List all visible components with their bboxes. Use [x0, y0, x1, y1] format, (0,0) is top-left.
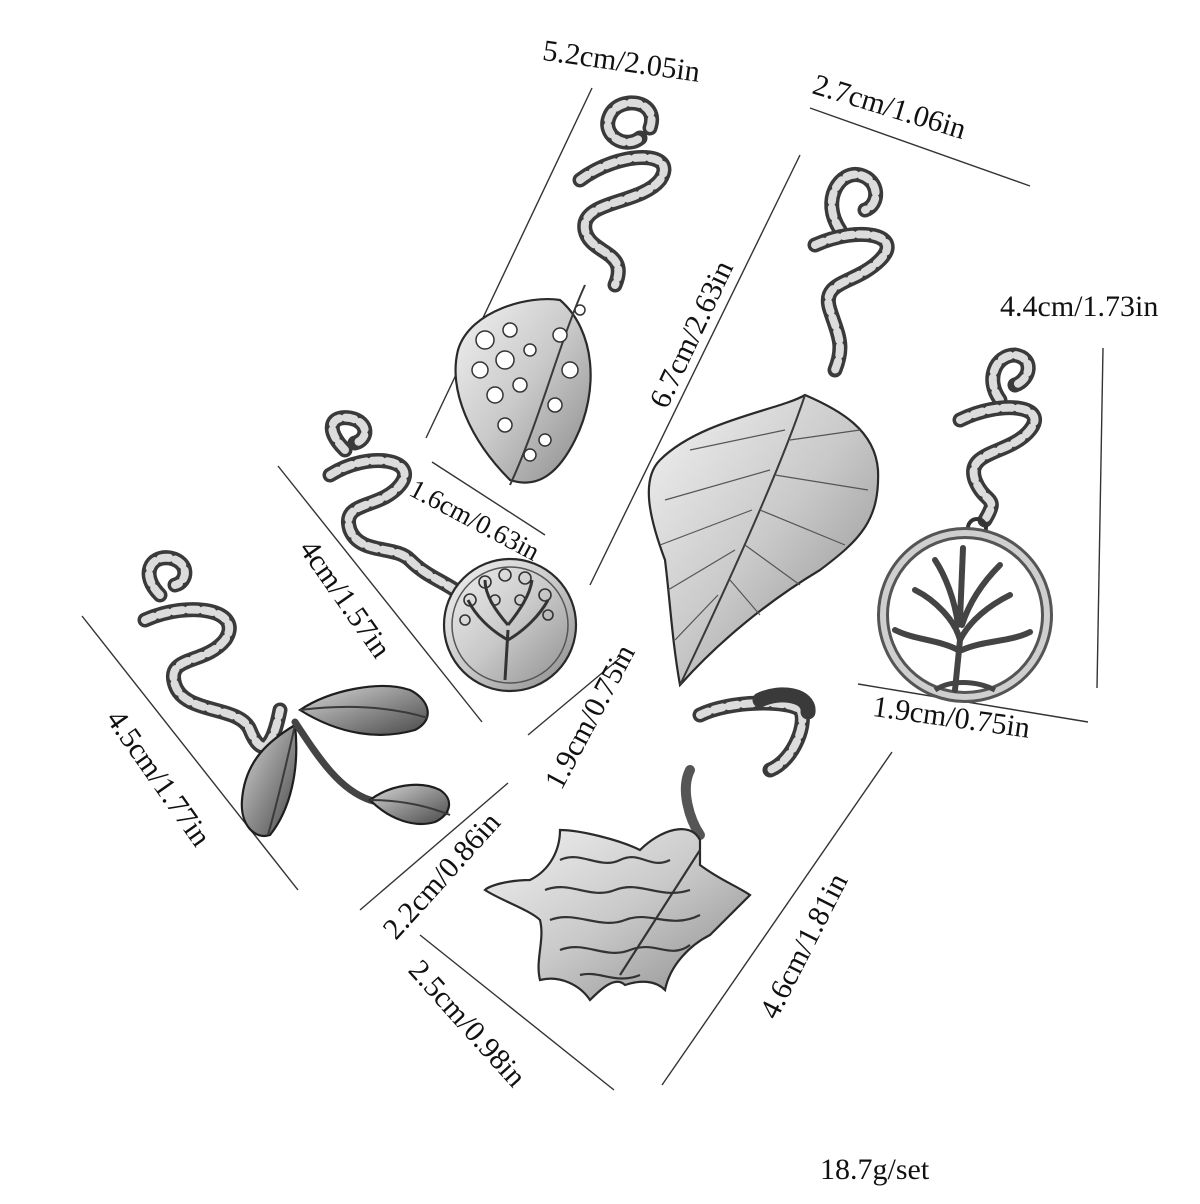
dim-line-big-leaf-length: [589, 154, 801, 586]
twig-charm: [137, 550, 451, 838]
twig-leaf-left: [240, 723, 298, 838]
tree-coin-charm: [322, 410, 578, 693]
dim-line-maple-width: [419, 934, 615, 1091]
dim-line-twig-width: [359, 782, 509, 911]
big-leaf-charm: [647, 167, 895, 688]
dim-line-leaf-hole-width: [431, 461, 546, 536]
dim-line-twig-length: [81, 615, 299, 891]
dim-line-leaf-hole-length: [425, 87, 593, 439]
dim-line-tree-coin-length: [277, 465, 483, 723]
dim-line-big-leaf-width: [809, 107, 1031, 187]
dim-line-tree-ring-length: [1096, 347, 1104, 689]
dim-label-tree-ring-length: 4.4cm/1.73in: [1000, 290, 1159, 323]
dim-line-maple-length: [661, 751, 893, 1086]
dim-line-tree-coin-width: [527, 657, 621, 736]
tree-ring-charm: [877, 347, 1053, 703]
textured-leaf: [647, 393, 880, 688]
twig-leaf-top: [297, 684, 429, 736]
dim-line-tree-ring-width: [857, 683, 1089, 723]
maple-leaf: [483, 828, 752, 1002]
weight-label: 18.7g/set: [820, 1153, 930, 1186]
leaf-hole-charm: [454, 95, 672, 486]
maple-charm: [483, 687, 816, 1002]
tree-coin: [442, 557, 578, 693]
dimension-lines: [81, 87, 1104, 1091]
